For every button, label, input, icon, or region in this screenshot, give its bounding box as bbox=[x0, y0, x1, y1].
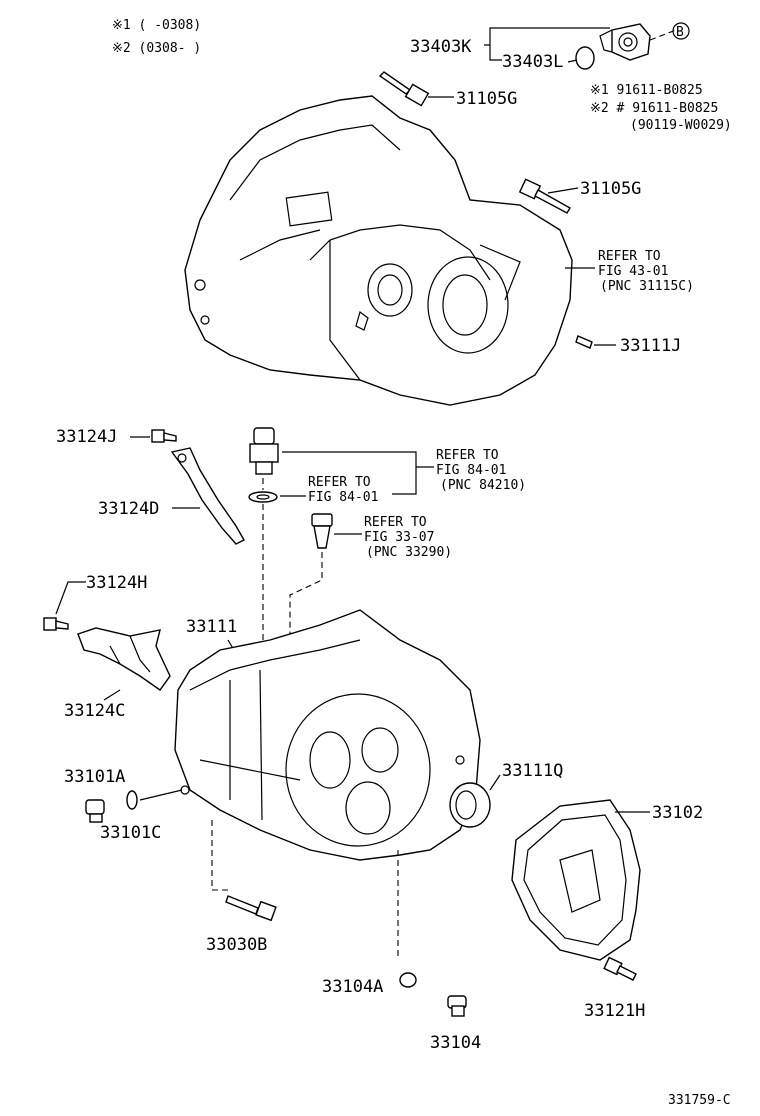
bolt-31105G-top[interactable] bbox=[378, 71, 430, 107]
label-33121H: 33121H bbox=[584, 1001, 645, 1021]
washer[interactable] bbox=[248, 491, 278, 503]
leader-33403K bbox=[484, 27, 610, 61]
label-31105G-top: 31105G bbox=[456, 89, 517, 109]
ref4-line1: REFER TO bbox=[364, 515, 427, 530]
label-33101A: 33101A bbox=[64, 767, 125, 787]
label-33124D: 33124D bbox=[98, 499, 159, 519]
label-33111: 33111 bbox=[186, 617, 237, 637]
ref1-line1: REFER TO bbox=[598, 249, 661, 264]
bolt-31105G-right[interactable] bbox=[518, 178, 571, 214]
dowel-pin-33111J[interactable] bbox=[575, 335, 593, 349]
label-33124H: 33124H bbox=[86, 573, 147, 593]
leader-33111Q bbox=[489, 774, 501, 791]
label-33102: 33102 bbox=[652, 803, 703, 823]
note-b-line-2: ※2 # 91611-B0825 bbox=[590, 101, 718, 116]
plug-33104[interactable] bbox=[447, 995, 467, 1017]
callout-b-circle bbox=[672, 22, 690, 40]
dash-33030B bbox=[211, 820, 228, 891]
transmission-case-33111[interactable] bbox=[174, 609, 481, 861]
drain-plug-33101A[interactable] bbox=[85, 799, 105, 823]
oil-seal-33111Q[interactable] bbox=[449, 782, 491, 828]
ref3-line1: REFER TO bbox=[308, 475, 371, 490]
ref2-line2: FIG 84-01 bbox=[436, 463, 506, 478]
bolt-33121H[interactable] bbox=[603, 956, 637, 981]
breather-plug[interactable] bbox=[311, 513, 333, 549]
label-33124J: 33124J bbox=[56, 427, 117, 447]
label-33030B: 33030B bbox=[206, 935, 267, 955]
note-b-line-1: ※1 91611-B0825 bbox=[590, 83, 703, 98]
bolt-33124J[interactable] bbox=[151, 429, 177, 443]
transaxle-housing-upper[interactable] bbox=[184, 95, 573, 406]
bolt-33030B[interactable] bbox=[225, 895, 277, 922]
ref3-line2: FIG 84-01 bbox=[308, 490, 378, 505]
label-31105G-right: 31105G bbox=[580, 179, 641, 199]
label-33104: 33104 bbox=[430, 1033, 481, 1053]
ref2-line1: REFER TO bbox=[436, 448, 499, 463]
transmission-cover-33102[interactable] bbox=[511, 799, 641, 961]
label-33403L: 33403L bbox=[502, 52, 563, 72]
label-33101C: 33101C bbox=[100, 823, 161, 843]
leader-33403L bbox=[567, 59, 578, 63]
label-33124C: 33124C bbox=[64, 701, 125, 721]
diagram-id: 331759-C bbox=[668, 1093, 731, 1108]
bracket-33124D[interactable] bbox=[170, 447, 245, 545]
leader-33124C bbox=[103, 689, 121, 701]
leader-33124H bbox=[55, 581, 86, 615]
note-b-line-3: (90119-W0029) bbox=[630, 118, 732, 133]
sensor-assembly-33403[interactable] bbox=[599, 23, 651, 61]
callout-b: B bbox=[676, 25, 684, 40]
o-ring-33403L[interactable] bbox=[575, 46, 595, 70]
legend-line-2: ※2 (0308- ) bbox=[112, 41, 201, 56]
ref1-line3: (PNC 31115C) bbox=[600, 279, 694, 294]
gasket-33101C[interactable] bbox=[126, 790, 138, 810]
ref1-line2: FIG 43-01 bbox=[598, 264, 668, 279]
leader-ref2 bbox=[282, 451, 417, 495]
label-33111Q: 33111Q bbox=[502, 761, 563, 781]
legend-line-1: ※1 ( -0308) bbox=[112, 18, 201, 33]
ref2-line3: (PNC 84210) bbox=[440, 478, 526, 493]
gasket-33104A[interactable] bbox=[399, 972, 417, 988]
label-33111J: 33111J bbox=[620, 336, 681, 356]
bolt-33124H[interactable] bbox=[43, 617, 69, 631]
leader-callout-b bbox=[649, 29, 677, 41]
leader-33101C-to-case bbox=[139, 789, 183, 801]
label-33403K: 33403K bbox=[410, 37, 472, 57]
bracket-33124C[interactable] bbox=[77, 627, 171, 691]
dash-plug bbox=[289, 552, 323, 640]
ref4-line3: (PNC 33290) bbox=[366, 545, 452, 560]
ref4-line2: FIG 33-07 bbox=[364, 530, 434, 545]
leader-31105G-right bbox=[547, 187, 579, 194]
label-33104A: 33104A bbox=[322, 977, 383, 997]
sensor-switch[interactable] bbox=[249, 427, 279, 475]
